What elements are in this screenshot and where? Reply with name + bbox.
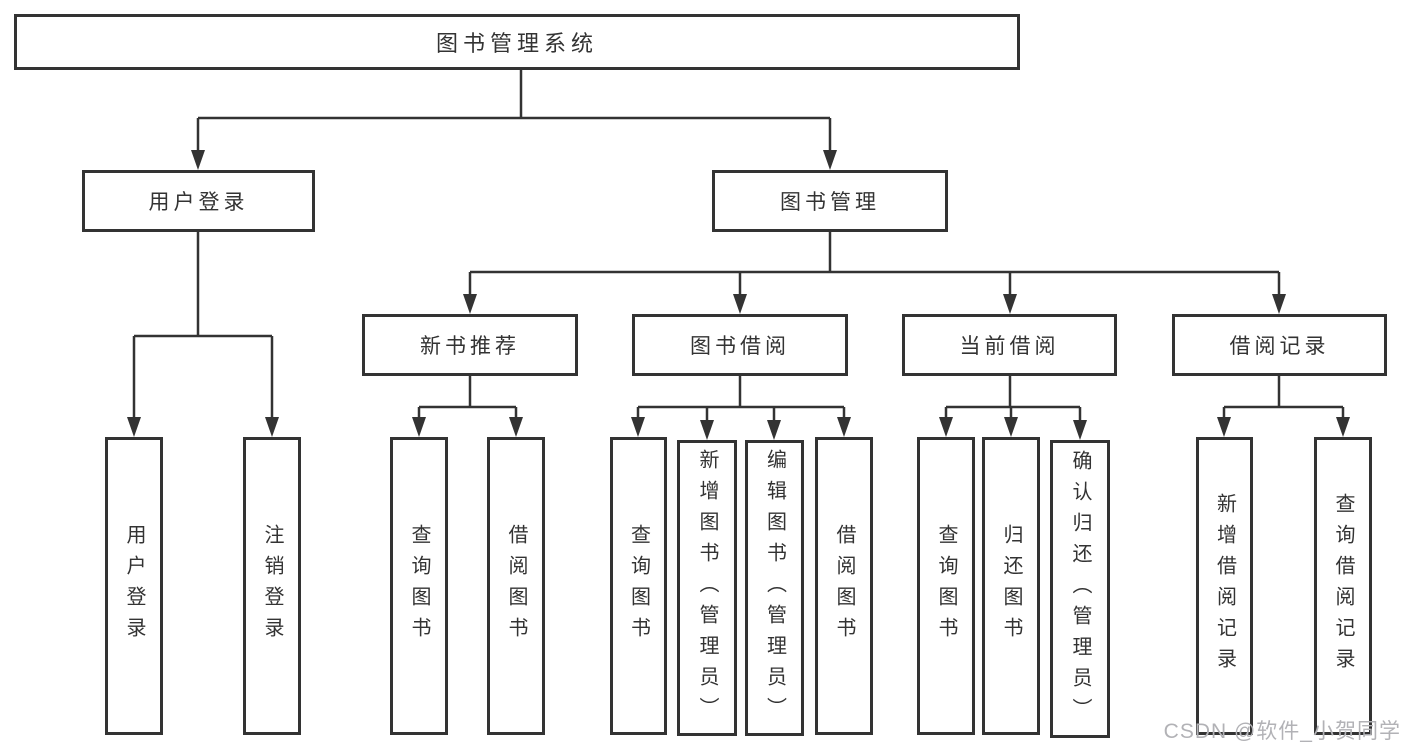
leaf-label: 确认归还（管理员） xyxy=(1069,449,1091,729)
watermark: CSDN @软件_小贺同学 xyxy=(1163,720,1401,743)
leaf-label: 新增图书（管理员） xyxy=(696,448,718,728)
node-label: 借阅记录 xyxy=(1229,335,1330,358)
leaf-confirm-return-admin: 确认归还（管理员） xyxy=(1050,440,1110,738)
leaf-label: 查询借阅记录 xyxy=(1332,493,1354,679)
node-library-system: 图书管理系统 xyxy=(14,14,1020,70)
leaf-query-books-recommend: 查询图书 xyxy=(390,437,448,735)
node-label: 图书借阅 xyxy=(690,335,790,358)
node-new-book-recommendation: 新书推荐 xyxy=(362,314,578,376)
leaf-label: 注销登录 xyxy=(261,524,283,648)
leaf-add-borrow-record: 新增借阅记录 xyxy=(1196,437,1253,735)
leaf-label: 查询图书 xyxy=(627,524,650,648)
leaf-label: 借阅图书 xyxy=(505,524,527,648)
leaf-label: 归还图书 xyxy=(1000,524,1022,648)
leaf-query-books-current: 查询图书 xyxy=(917,437,975,735)
leaf-query-books-borrow: 查询图书 xyxy=(610,437,667,735)
node-label: 用户登录 xyxy=(148,191,249,214)
node-label: 图书管理 xyxy=(780,191,880,214)
node-book-management: 图书管理 xyxy=(712,170,948,232)
leaf-edit-books-admin: 编辑图书（管理员） xyxy=(745,440,804,736)
leaf-label: 用户登录 xyxy=(123,524,145,648)
node-label: 图书管理系统 xyxy=(435,31,598,56)
leaf-label: 查询图书 xyxy=(935,524,957,648)
node-current-borrowing: 当前借阅 xyxy=(902,314,1117,376)
leaf-label: 借阅图书 xyxy=(833,524,855,648)
node-borrowing-records: 借阅记录 xyxy=(1172,314,1387,376)
leaf-label: 新增借阅记录 xyxy=(1213,493,1236,679)
leaf-label: 编辑图书（管理员） xyxy=(763,448,786,728)
leaf-add-books-admin: 新增图书（管理员） xyxy=(677,440,737,736)
node-label: 新书推荐 xyxy=(420,335,520,358)
leaf-return-books: 归还图书 xyxy=(982,437,1040,735)
node-label: 当前借阅 xyxy=(959,335,1060,358)
leaf-label: 查询图书 xyxy=(408,524,430,648)
leaf-borrow-books: 借阅图书 xyxy=(815,437,873,735)
leaf-logout: 注销登录 xyxy=(243,437,301,735)
node-book-borrowing: 图书借阅 xyxy=(632,314,848,376)
node-user-login: 用户登录 xyxy=(82,170,315,232)
leaf-borrow-books-recommend: 借阅图书 xyxy=(487,437,545,735)
leaf-query-borrow-record: 查询借阅记录 xyxy=(1314,437,1372,735)
leaf-user-login: 用户登录 xyxy=(105,437,163,735)
